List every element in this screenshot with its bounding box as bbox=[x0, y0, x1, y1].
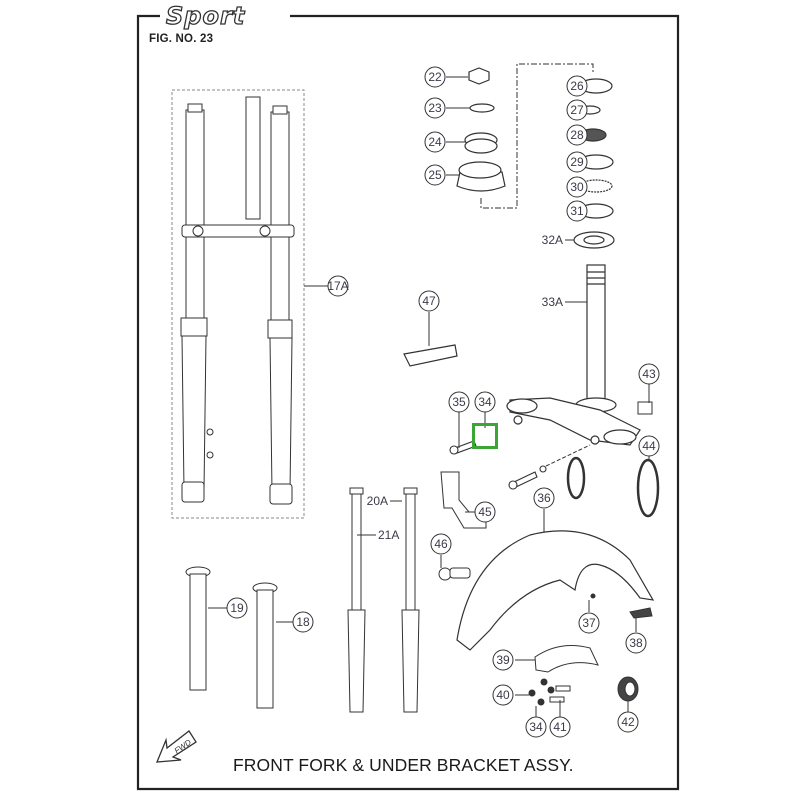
callout-label: 43 bbox=[642, 367, 656, 381]
callout-46[interactable]: 46 bbox=[430, 533, 452, 555]
callout-label: 25 bbox=[428, 168, 442, 182]
brand-logo: Sport bbox=[165, 1, 246, 30]
front-fender-drawing bbox=[456, 530, 655, 651]
callout-29[interactable]: 29 bbox=[566, 151, 588, 173]
callout-19[interactable]: 19 bbox=[226, 597, 248, 619]
callout-label: 29 bbox=[570, 155, 584, 169]
highlighted-part-marker bbox=[472, 423, 498, 449]
callout-label: 24 bbox=[428, 135, 442, 149]
callout-label: 46 bbox=[434, 537, 448, 551]
forward-direction-arrow: FWD bbox=[155, 730, 197, 763]
callout-39[interactable]: 39 bbox=[492, 649, 514, 671]
callout-35[interactable]: 35 bbox=[448, 391, 470, 413]
callout-label: 22 bbox=[428, 70, 442, 84]
callout-label: 36 bbox=[537, 491, 551, 505]
inner-tubes-drawing bbox=[347, 487, 420, 713]
callout-20A[interactable]: 20A bbox=[367, 494, 388, 508]
bracket-39-drawing bbox=[534, 645, 599, 673]
outer-tubes-drawing bbox=[185, 566, 278, 709]
callout-label: 26 bbox=[570, 79, 584, 93]
callout-36[interactable]: 36 bbox=[533, 487, 555, 509]
callout-label: 45 bbox=[478, 505, 492, 519]
bolt-46-drawing bbox=[438, 567, 471, 581]
callout-label: 40 bbox=[496, 688, 510, 702]
callout-23[interactable]: 23 bbox=[424, 97, 446, 119]
callout-37[interactable]: 37 bbox=[578, 612, 600, 634]
callout-42[interactable]: 42 bbox=[617, 711, 639, 733]
callout-27[interactable]: 27 bbox=[566, 99, 588, 121]
callout-label: 41 bbox=[553, 720, 567, 734]
clamp-43-drawing bbox=[637, 401, 653, 415]
callout-label: 18 bbox=[296, 615, 310, 629]
callout-32A[interactable]: 32A bbox=[542, 233, 563, 247]
callout-45[interactable]: 45 bbox=[474, 501, 496, 523]
figure-number: FIG. NO. 23 bbox=[149, 33, 214, 45]
headset-dashed-leader bbox=[480, 63, 594, 209]
callout-label: 28 bbox=[570, 128, 584, 142]
callout-24[interactable]: 24 bbox=[424, 131, 446, 153]
callout-43[interactable]: 43 bbox=[638, 363, 660, 385]
callout-34[interactable]: 34 bbox=[474, 391, 496, 413]
callout-label: 30 bbox=[570, 180, 584, 194]
diagram-frame bbox=[136, 14, 680, 791]
callout-label: 34 bbox=[478, 395, 492, 409]
callout-22[interactable]: 22 bbox=[424, 66, 446, 88]
callout-label: 42 bbox=[621, 715, 635, 729]
callout-38[interactable]: 38 bbox=[625, 632, 647, 654]
callout-41[interactable]: 41 bbox=[549, 716, 571, 738]
callout-label: 19 bbox=[230, 601, 244, 615]
reflector-drawing bbox=[566, 456, 586, 500]
callout-label: 38 bbox=[629, 636, 643, 650]
callout-label: 17A bbox=[327, 279, 348, 293]
steering-stem-drawing bbox=[506, 264, 641, 446]
small-hardware-drawing bbox=[528, 593, 653, 706]
callout-label: 47 bbox=[422, 294, 436, 308]
callout-label: 21A bbox=[378, 528, 399, 542]
callout-26[interactable]: 26 bbox=[566, 75, 588, 97]
callout-label: 34 bbox=[529, 720, 543, 734]
bushing-42-drawing bbox=[617, 676, 639, 702]
callout-label: 44 bbox=[642, 439, 656, 453]
callout-47[interactable]: 47 bbox=[418, 290, 440, 312]
headset-parts-left bbox=[456, 67, 506, 192]
callout-34-lower[interactable]: 34 bbox=[525, 716, 547, 738]
bolts-drawing bbox=[449, 440, 547, 490]
callout-30[interactable]: 30 bbox=[566, 176, 588, 198]
headset-parts-right bbox=[573, 78, 615, 249]
callout-label: 39 bbox=[496, 653, 510, 667]
callout-label: 31 bbox=[570, 204, 584, 218]
callout-label: 37 bbox=[582, 616, 596, 630]
callout-33A[interactable]: 33A bbox=[542, 295, 563, 309]
callout-label: 20A bbox=[367, 494, 388, 508]
callout-17A[interactable]: 17A bbox=[327, 275, 349, 297]
callout-28[interactable]: 28 bbox=[566, 124, 588, 146]
bracket-47-drawing bbox=[403, 344, 458, 367]
fork-assembly-box bbox=[171, 89, 305, 519]
callout-18[interactable]: 18 bbox=[292, 611, 314, 633]
callout-40[interactable]: 40 bbox=[492, 684, 514, 706]
callout-21A[interactable]: 21A bbox=[378, 528, 399, 542]
callout-label: 35 bbox=[452, 395, 466, 409]
diagram-title: FRONT FORK & UNDER BRACKET ASSY. bbox=[233, 755, 574, 775]
callout-label: 33A bbox=[542, 295, 563, 309]
reflector-44-drawing bbox=[636, 458, 660, 518]
front-fork-assembly-drawing bbox=[180, 96, 295, 505]
callout-44[interactable]: 44 bbox=[638, 435, 660, 457]
callout-31[interactable]: 31 bbox=[566, 200, 588, 222]
callout-label: 23 bbox=[428, 101, 442, 115]
callouts: 17A 18 19 20A 21A 22 23 24 25 26 27 28 2… bbox=[226, 66, 660, 738]
callout-25[interactable]: 25 bbox=[424, 164, 446, 186]
callout-label: 32A bbox=[542, 233, 563, 247]
callout-label: 27 bbox=[570, 103, 584, 117]
stem-dashed-line bbox=[545, 444, 591, 467]
